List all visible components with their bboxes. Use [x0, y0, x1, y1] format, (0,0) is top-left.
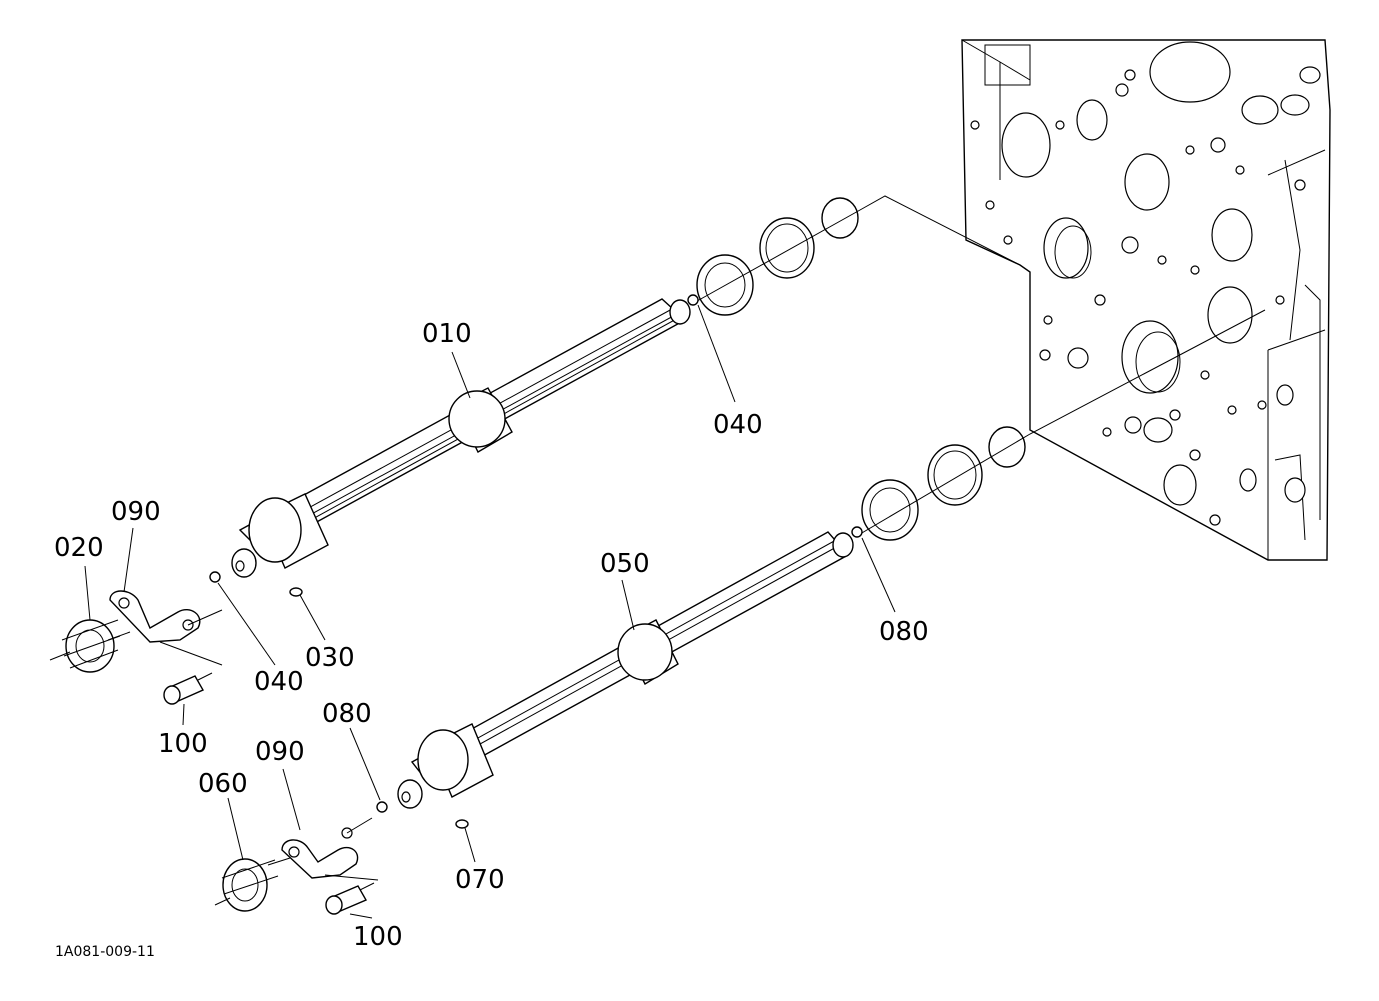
- feather-keys: [289, 587, 469, 829]
- callout-100-upper: 100: [158, 729, 208, 759]
- callout-090-upper: 090: [111, 497, 161, 527]
- drawing-code: 1A081-009-11: [55, 944, 155, 960]
- callout-030: 030: [305, 643, 355, 673]
- callout-080-ball: 080: [322, 699, 372, 729]
- callout-050: 050: [600, 549, 650, 579]
- callout-040-shaft: 040: [713, 410, 763, 440]
- bushings-lower: [861, 426, 1026, 541]
- callout-010: 010: [422, 319, 472, 349]
- callout-090-lower: 090: [255, 737, 305, 767]
- leader-lines: [84, 304, 896, 919]
- callout-070: 070: [455, 865, 505, 895]
- gear-upper: [49, 619, 131, 673]
- callout-080-shaft: 080: [879, 617, 929, 647]
- engine-block: [961, 39, 1331, 561]
- bolt-lower: [325, 882, 375, 915]
- steel-balls: [209, 294, 863, 813]
- gear-lower: [214, 857, 291, 912]
- balancer-shaft-lower: [397, 531, 854, 809]
- bushings-upper: [696, 197, 859, 316]
- balancer-shaft-upper: [231, 298, 691, 578]
- center-lines: [689, 195, 1266, 538]
- stopper-lower: [281, 817, 379, 881]
- bolt-upper: [163, 672, 213, 705]
- callout-100-lower: 100: [353, 922, 403, 952]
- callout-040-ball: 040: [254, 667, 304, 697]
- callout-060: 060: [198, 769, 248, 799]
- stopper-upper: [109, 590, 223, 666]
- callout-020: 020: [54, 533, 104, 563]
